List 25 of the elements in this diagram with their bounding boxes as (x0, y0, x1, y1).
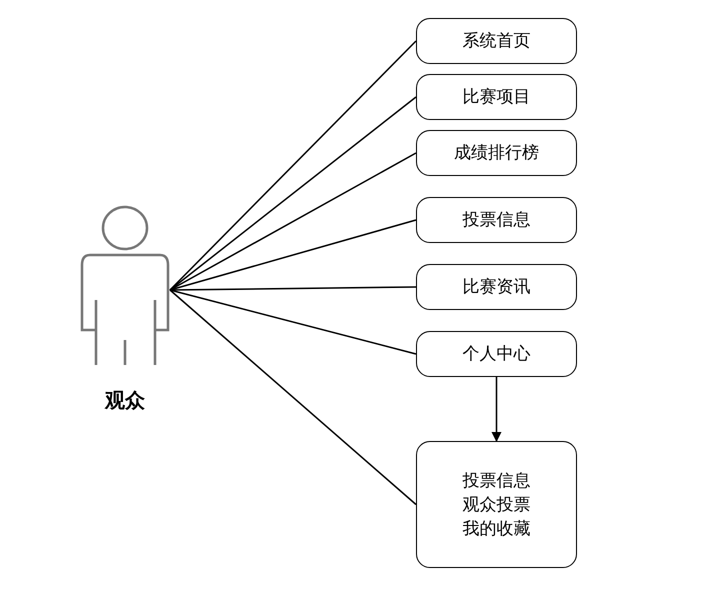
use-case-box (416, 18, 577, 64)
use-case-box (416, 130, 577, 176)
association-line (170, 96, 416, 291)
use-case-text: 我的收藏 (462, 518, 530, 540)
use-case-box (416, 197, 577, 243)
use-case-box (416, 264, 577, 310)
association-line (169, 40, 417, 291)
use-case-text: 投票信息 (462, 209, 530, 232)
arrow (492, 377, 502, 442)
use-case-text: 比赛项目 (462, 86, 530, 109)
actor-name: 观众 (104, 387, 146, 414)
association-line (170, 289, 416, 506)
use-case-text: 个人中心 (462, 343, 530, 366)
use-case-text: 投票信息 (462, 470, 530, 492)
association-line (170, 152, 416, 291)
association-line (170, 286, 416, 291)
use-case-text: 观众投票 (462, 494, 530, 516)
use-case-text: 成绩排行榜 (454, 142, 539, 165)
use-case-text: 比赛资讯 (462, 276, 530, 299)
use-case-box (416, 331, 577, 377)
association-line (170, 219, 416, 291)
use-case-text: 系统首页 (462, 30, 530, 53)
association-line (170, 289, 416, 355)
use-case-box (416, 441, 577, 568)
use-case-box (416, 74, 577, 120)
